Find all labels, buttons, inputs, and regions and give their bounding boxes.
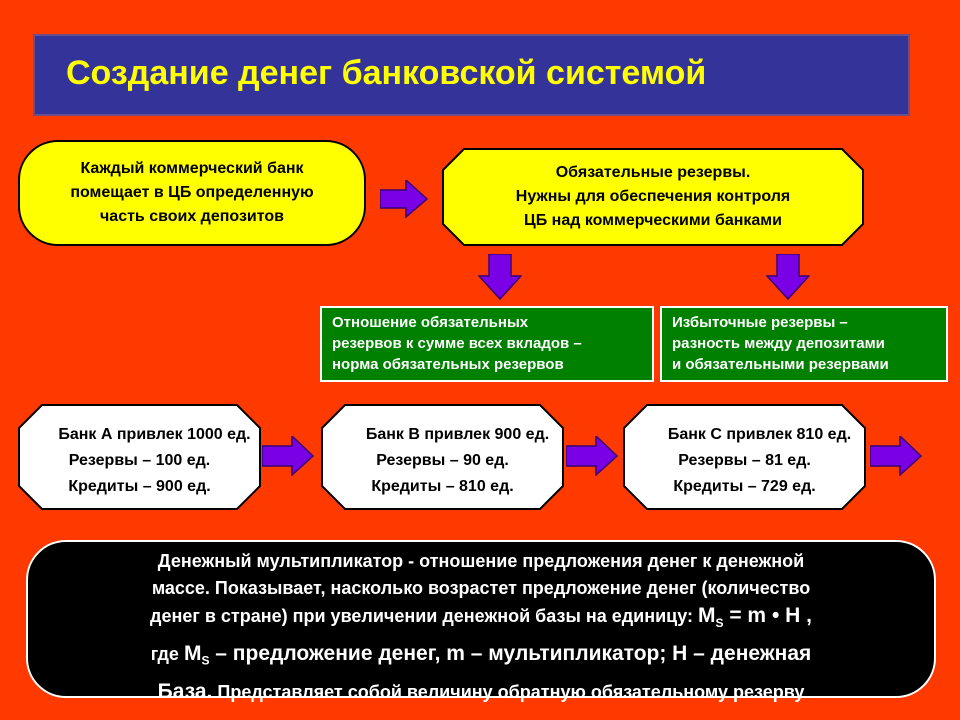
norm-line-3: норма обязательных резервов bbox=[332, 356, 564, 373]
bank-b-line-1: Банк В привлек 900 ед. bbox=[365, 426, 550, 443]
multiplier-line-2: массе. Показывает, насколько возрастет п… bbox=[151, 578, 811, 598]
bank-c-line-3: Кредиты – 729 ед. bbox=[673, 478, 816, 495]
bank-a-line-1: Банк А привлек 1000 ед. bbox=[58, 426, 251, 443]
norm-box: Отношение обязательных резервов к сумме … bbox=[320, 306, 654, 382]
arrow-right-icon bbox=[566, 436, 618, 476]
title-bar bbox=[33, 34, 910, 116]
excess-line-1: Избыточные резервы – bbox=[672, 314, 848, 331]
multiplier-line-3-text: денег в стране) при увеличении денежной … bbox=[150, 606, 698, 626]
bank-b-line-2: Резервы – 90 ед. bbox=[376, 452, 509, 469]
multiplier-line-5: База. Представляет собой величину обратн… bbox=[28, 678, 934, 706]
arrow-right-icon bbox=[870, 436, 922, 476]
arrow-right-icon bbox=[380, 180, 428, 218]
page-title: Создание денег банковской системой bbox=[66, 54, 707, 92]
reserves-box-shape bbox=[442, 148, 864, 246]
reserves-line-1: Обязательные резервы. bbox=[555, 164, 751, 181]
excess-box: Избыточные резервы – разность между депо… bbox=[660, 306, 948, 382]
formula: MS = m • H , bbox=[697, 604, 812, 631]
multiplier-line-3: денег в стране) при увеличении денежной … bbox=[28, 602, 934, 637]
arrow-down-icon bbox=[478, 254, 522, 300]
bank-b-box: Банк В привлек 900 ед. Резервы – 90 ед. … bbox=[321, 404, 564, 510]
deposit-line-3: часть своих депозитов bbox=[100, 208, 284, 225]
line4-m: M bbox=[183, 642, 202, 666]
line5-text: Представляет собой величину обратную обя… bbox=[212, 681, 805, 702]
formula-m: M bbox=[697, 604, 716, 627]
norm-line-1: Отношение обязательных bbox=[332, 314, 529, 331]
bank-a-box: Банк А привлек 1000 ед. Резервы – 100 ед… bbox=[18, 404, 261, 510]
arrow-down-icon bbox=[766, 254, 810, 300]
excess-line-2: разность между депозитами bbox=[672, 335, 885, 352]
bank-a-line-3: Кредиты – 900 ед. bbox=[68, 478, 211, 495]
deposit-line-2: помещает в ЦБ определенную bbox=[70, 184, 314, 201]
formula-sub: S bbox=[715, 616, 724, 631]
deposit-line-1: Каждый коммерческий банк bbox=[80, 160, 304, 177]
line4-text: – предложение денег, m – мультипликатор;… bbox=[209, 642, 812, 666]
multiplier-line-4: где MS – предложение денег, m – мультипл… bbox=[28, 640, 934, 675]
bank-b-line-3: Кредиты – 810 ед. bbox=[371, 478, 514, 495]
line5-base: База. bbox=[157, 679, 213, 703]
bank-c-line-1: Банк С привлек 810 ед. bbox=[667, 426, 852, 443]
multiplier-line-1: Денежный мультипликатор - отношение пред… bbox=[157, 551, 805, 571]
arrow-right-icon bbox=[262, 436, 314, 476]
excess-line-3: и обязательными резервами bbox=[672, 356, 889, 373]
multiplier-box: Денежный мультипликатор - отношение пред… bbox=[26, 540, 936, 703]
deposit-box: Каждый коммерческий банк помещает в ЦБ о… bbox=[18, 140, 366, 246]
bank-c-box: Банк С привлек 810 ед. Резервы – 81 ед. … bbox=[623, 404, 866, 510]
line4-sub: S bbox=[201, 653, 210, 668]
reserves-box: Обязательные резервы. Нужны для обеспече… bbox=[442, 148, 864, 246]
formula-rest: = m • H , bbox=[723, 604, 812, 627]
bank-c-line-2: Резервы – 81 ед. bbox=[678, 452, 811, 469]
reserves-line-3: ЦБ над коммерческими банками bbox=[524, 212, 782, 229]
norm-line-2: резервов к сумме всех вкладов – bbox=[332, 335, 582, 352]
reserves-line-2: Нужны для обеспечения контроля bbox=[515, 188, 791, 205]
line4-prefix: где bbox=[150, 644, 184, 665]
bank-a-line-2: Резервы – 100 ед. bbox=[68, 452, 211, 469]
